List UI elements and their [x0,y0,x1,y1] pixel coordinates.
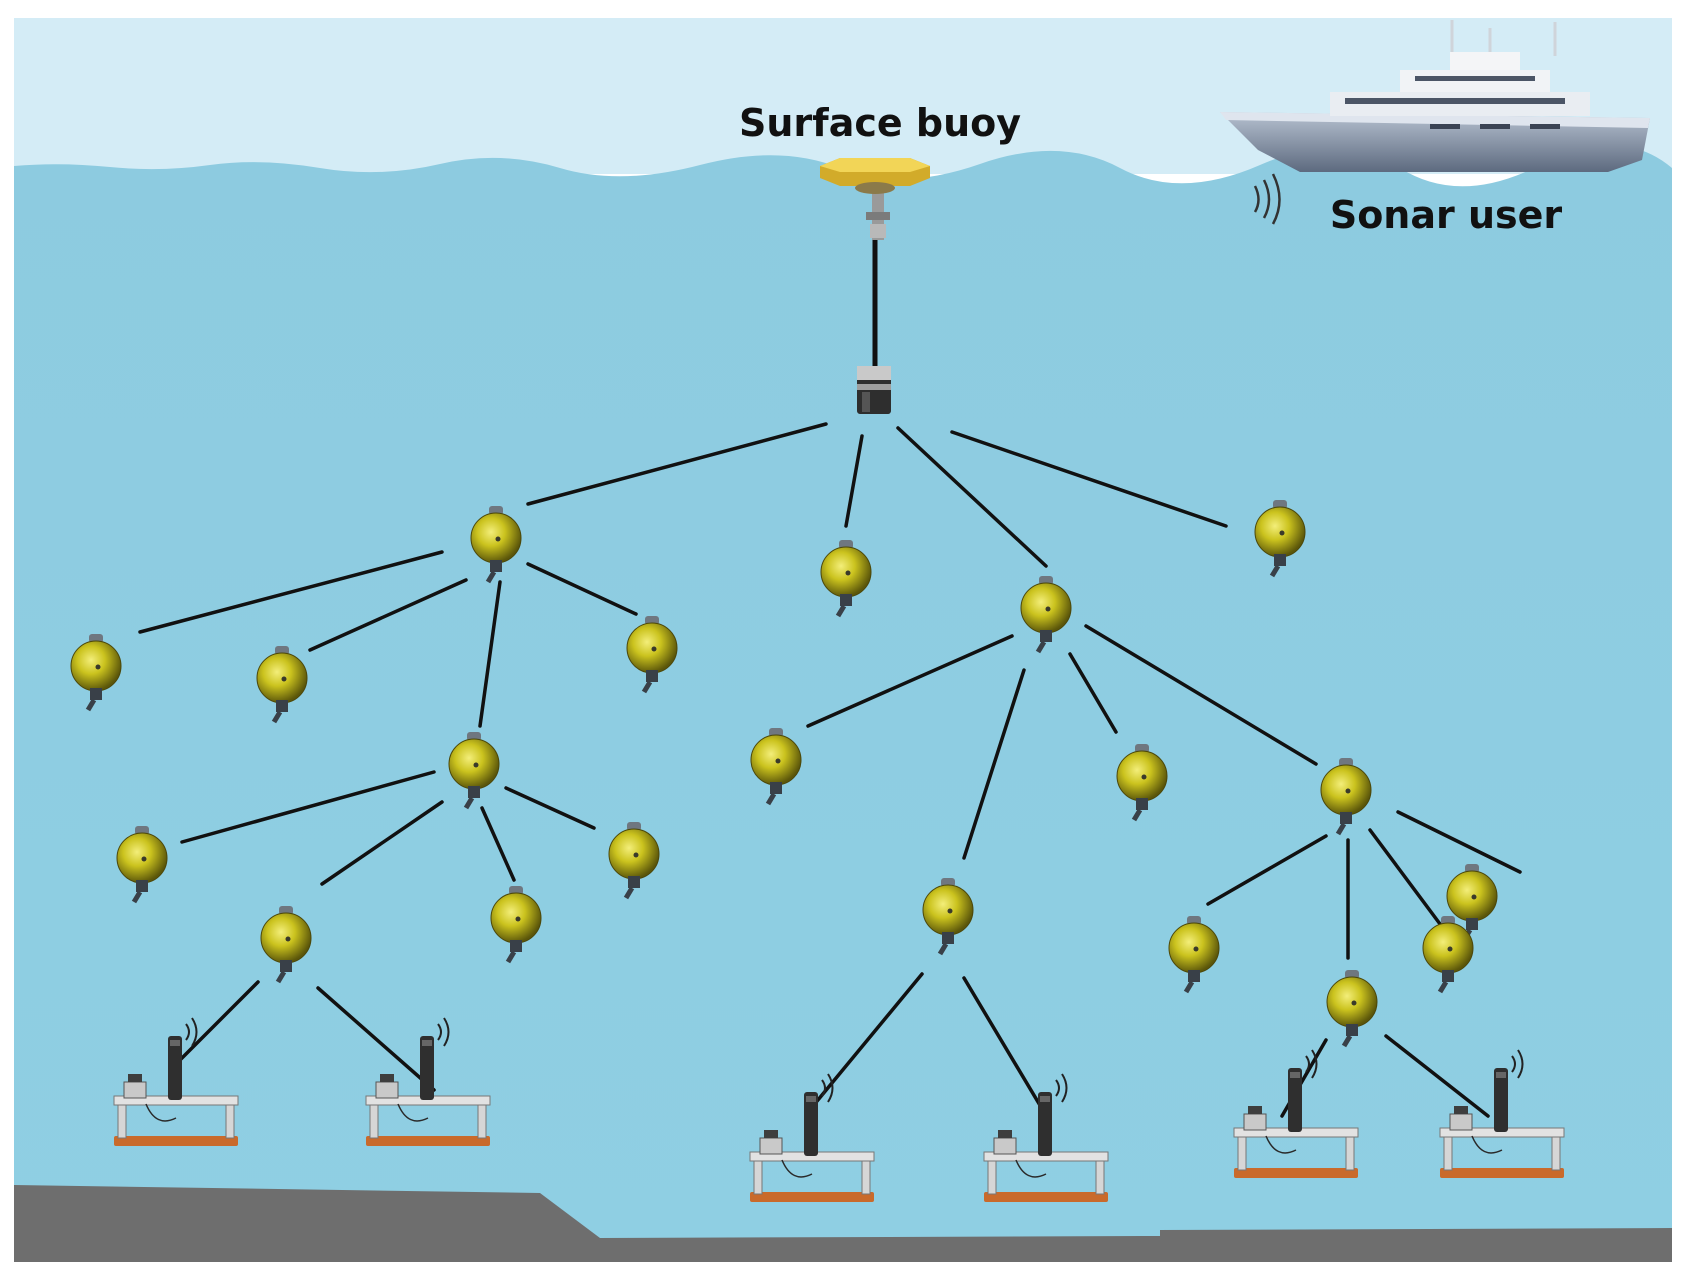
sonar-waves-icon [1253,173,1281,225]
yacht-icon [1220,20,1650,172]
link-line [950,430,1228,528]
link-line [806,972,924,1114]
seabed-sensor-lander-icon [1233,1049,1359,1178]
link-line [1396,810,1522,874]
link-line [1206,834,1328,906]
subsurface-hub-icon [857,366,891,414]
seabed-sensor-lander-icon [365,1017,491,1146]
underwater-sensor-node-icon [750,728,802,806]
underwater-sensor-node-icon [448,732,500,810]
link-line [1084,624,1318,766]
underwater-sensor-node-icon [1116,744,1168,822]
surface-buoy-label: Surface buoy [739,101,1021,145]
link-line [1384,1034,1490,1118]
link-line [844,434,864,528]
link-line [308,578,468,652]
underwater-sensor-node-icon [470,506,522,584]
underwater-sensor-node-icon [1326,970,1378,1048]
underwater-sensor-node-icon [1168,916,1220,994]
underwater-sensor-node-icon [70,634,122,712]
seabed-sensor-lander-icon [749,1073,875,1202]
link-line [526,422,828,506]
link-line [1368,828,1442,926]
surface-buoy-icon [820,158,930,366]
seabed-sensor-lander-icon [1439,1049,1565,1178]
seabed-sensor-lander-icon [113,1017,239,1146]
underwater-sensor-node-icon [260,906,312,984]
sonar-user-label: Sonar user [1330,193,1563,237]
seabed [14,1185,1672,1262]
link-line [1068,652,1118,734]
link-line [962,976,1046,1114]
underwater-sensor-node-icon [626,616,678,694]
link-line [896,426,1048,568]
underwater-sensor-node-icon [1254,500,1306,578]
link-line [480,806,516,882]
underwater-sensor-node-icon [256,646,308,724]
underwater-sensor-node-icon [820,540,872,618]
link-line [962,668,1026,860]
link-line [174,980,260,1066]
water [14,145,1672,1263]
link-line [316,986,436,1092]
link-line [138,550,444,634]
link-line [320,800,444,886]
underwater-sensor-node-icon [1446,864,1498,942]
underwater-sensor-node-icon [1020,576,1072,654]
link-line [478,580,502,728]
link-line [180,770,436,844]
seabed-sensor-lander-icon [983,1073,1109,1202]
underwater-sensor-node-icon [490,886,542,964]
seabed-landers [113,1017,1565,1202]
sensor-nodes [70,500,1498,1048]
underwater-sensor-node-icon [608,822,660,900]
underwater-sensor-node-icon [1422,916,1474,994]
link-line [504,786,596,830]
underwater-sensor-node-icon [116,826,168,904]
underwater-sensor-node-icon [922,878,974,956]
link-line [806,634,1014,728]
link-line [526,562,638,616]
underwater-sensor-node-icon [1320,758,1372,836]
communication-links [138,422,1522,1118]
